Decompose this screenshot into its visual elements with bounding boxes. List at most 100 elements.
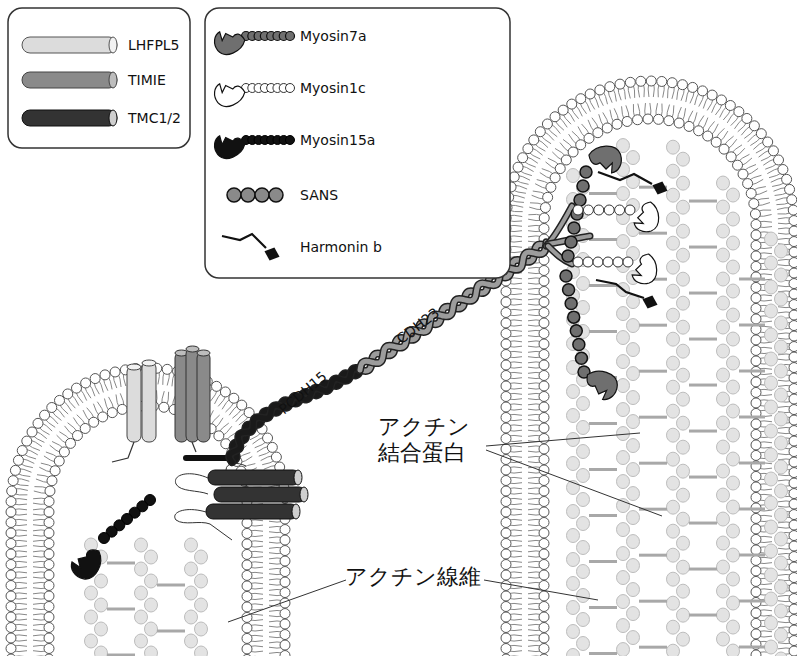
actin-monomer bbox=[567, 529, 580, 543]
actin-monomer bbox=[727, 524, 740, 538]
actin-binding-protein bbox=[107, 562, 135, 565]
lipid-head bbox=[789, 625, 797, 635]
lipid-head bbox=[539, 633, 549, 643]
lipid-head bbox=[789, 226, 797, 236]
myosin-head bbox=[210, 75, 248, 111]
actin-monomer bbox=[677, 368, 690, 382]
actin-monomer bbox=[727, 236, 740, 250]
lipid-head bbox=[501, 318, 511, 328]
actin-monomer bbox=[677, 248, 690, 262]
lipid-head bbox=[47, 403, 57, 413]
lipid-head bbox=[789, 646, 797, 656]
lipid-head bbox=[267, 442, 277, 452]
actin-binding-protein bbox=[107, 654, 135, 656]
actin-binding-protein bbox=[639, 462, 667, 465]
actin-monomer bbox=[765, 568, 778, 582]
part-label: アクチン 結合蛋白 bbox=[378, 414, 482, 467]
actin-monomer bbox=[667, 380, 680, 394]
actin-monomer bbox=[577, 637, 590, 651]
actin-monomer bbox=[195, 574, 208, 588]
actin-bundle bbox=[567, 139, 788, 656]
actin-monomer bbox=[95, 574, 108, 588]
lipid-head bbox=[539, 570, 549, 580]
lipid-head bbox=[751, 440, 761, 450]
actin-monomer bbox=[717, 200, 730, 214]
actin-binding-protein bbox=[689, 614, 717, 617]
bead bbox=[573, 257, 583, 267]
actin-monomer bbox=[727, 308, 740, 322]
lipid-head bbox=[751, 482, 761, 492]
lipid-head bbox=[751, 650, 761, 656]
lipid-head bbox=[585, 89, 595, 99]
lipid-head bbox=[789, 268, 797, 278]
lipid-head bbox=[751, 398, 761, 408]
lipid-head bbox=[751, 219, 761, 229]
lipid-head bbox=[751, 230, 761, 240]
actin-monomer bbox=[577, 589, 590, 603]
lipid-head bbox=[229, 393, 239, 403]
actin-monomer bbox=[717, 296, 730, 310]
lipid-head bbox=[789, 363, 797, 373]
lipid-head bbox=[789, 615, 797, 625]
actin-monomer bbox=[627, 511, 640, 525]
bead bbox=[99, 533, 110, 544]
myosin-head bbox=[210, 127, 248, 163]
lipid-head bbox=[539, 539, 549, 549]
bead bbox=[625, 205, 635, 215]
bead bbox=[604, 205, 614, 215]
lipid-head bbox=[98, 412, 108, 422]
legend-layer bbox=[8, 8, 510, 278]
actin-monomer bbox=[627, 319, 640, 333]
actin-monomer bbox=[617, 571, 630, 585]
lipid-head bbox=[117, 404, 127, 414]
lipid-head bbox=[7, 486, 17, 496]
lipid-head bbox=[789, 594, 797, 604]
lipid-head bbox=[703, 131, 713, 141]
actin-monomer bbox=[577, 469, 590, 483]
actin-monomer bbox=[627, 367, 640, 381]
actin-monomer bbox=[677, 416, 690, 430]
actin-monomer bbox=[667, 164, 680, 178]
lipid-head bbox=[789, 573, 797, 583]
lipid-head bbox=[501, 476, 511, 486]
lipid-head bbox=[280, 577, 290, 587]
lipid-head bbox=[751, 450, 761, 460]
actin-monomer bbox=[717, 440, 730, 454]
tip-link-helix bbox=[229, 368, 361, 462]
lipid-head bbox=[789, 478, 797, 488]
cylinder-cap bbox=[294, 470, 302, 485]
actin-monomer bbox=[727, 380, 740, 394]
actin-monomer bbox=[185, 610, 198, 624]
lipid-head bbox=[584, 133, 594, 143]
lipid-head bbox=[6, 581, 16, 591]
actin-monomer bbox=[775, 628, 788, 642]
lipid-head bbox=[539, 381, 549, 391]
lipid-head bbox=[550, 112, 560, 122]
actin-monomer bbox=[627, 415, 640, 429]
actin-monomer bbox=[765, 352, 778, 366]
lipid-head bbox=[539, 371, 549, 381]
actin-binding-protein bbox=[589, 238, 617, 241]
lipid-head bbox=[214, 431, 224, 441]
harmonin-b-diamond bbox=[262, 245, 282, 264]
lipid-head bbox=[539, 455, 549, 465]
lipid-head bbox=[539, 612, 549, 622]
lipid-head bbox=[789, 247, 797, 257]
lipid-head bbox=[72, 431, 82, 441]
lipid-head bbox=[17, 446, 27, 456]
actin-monomer bbox=[717, 416, 730, 430]
lipid-head bbox=[789, 310, 797, 320]
lipid-head bbox=[743, 179, 753, 189]
actin-monomer bbox=[717, 560, 730, 574]
actin-monomer bbox=[617, 451, 630, 465]
lipid-head bbox=[707, 90, 717, 100]
actin-binding-protein bbox=[639, 416, 667, 419]
lipid-head bbox=[242, 591, 252, 601]
lipid-head bbox=[539, 591, 549, 601]
lipid-head bbox=[6, 644, 16, 654]
lipid-head bbox=[789, 562, 797, 572]
actin-monomer bbox=[85, 610, 98, 624]
legend-label: Myosin1c bbox=[300, 80, 366, 97]
lipid-head bbox=[653, 114, 663, 124]
actin-monomer bbox=[677, 560, 690, 574]
